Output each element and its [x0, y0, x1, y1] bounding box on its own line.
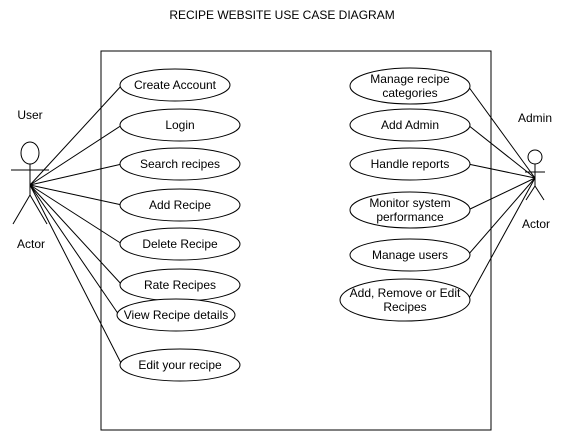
use-case-handle-reports: Handle reports: [349, 147, 471, 181]
user-association-login: [29, 124, 123, 186]
use-case-label: Recipes: [383, 300, 426, 314]
use-case-label: Search recipes: [140, 157, 220, 171]
user-actor-head: [20, 141, 40, 165]
admin-association-manage-recipe-categories: [467, 85, 536, 179]
admin-association-manage-users: [467, 177, 536, 256]
user-association-view-recipe-details: [29, 184, 120, 316]
use-case-view-recipe-details: View Recipe details: [116, 298, 236, 332]
use-case-label: categories: [382, 86, 437, 100]
user-association-add-recipe: [29, 184, 123, 206]
admin-actor-right-leg: [534, 185, 545, 201]
admin-actor: Admin Actor: [518, 111, 552, 231]
admin-association-handle-reports: [467, 163, 536, 179]
use-case-label: Login: [165, 118, 194, 132]
use-case-login: Login: [119, 108, 241, 142]
use-case-ellipse: [119, 188, 241, 222]
use-case-label: Add, Remove or Edit: [350, 286, 461, 300]
use-case-label: performance: [376, 210, 444, 224]
use-case-search-recipes: Search recipes: [119, 147, 241, 181]
use-case-label: Handle reports: [371, 157, 450, 171]
admin-actor-left-leg: [525, 185, 536, 201]
use-case-edit-your-recipe: Edit your recipe: [119, 348, 241, 382]
use-case-ellipse: [349, 191, 471, 229]
admin-association-monitor-system-performance: [467, 177, 536, 211]
use-case-label: Add Recipe: [149, 198, 211, 212]
use-case-label: Rate Recipes: [144, 278, 216, 292]
association-lines: [29, 84, 536, 366]
user-association-search-recipes: [29, 163, 123, 186]
use-case-delete-recipe: Delete Recipe: [119, 227, 241, 261]
user-association-create-account: [29, 84, 123, 186]
user-actor-right-leg: [29, 194, 48, 225]
user-association-delete-recipe: [29, 184, 123, 245]
use-case-ellipse: [119, 147, 241, 181]
admin-actor-stereotype: Actor: [522, 217, 550, 231]
admin-association-add-remove-or-edit-recipes: [467, 177, 536, 301]
user-association-edit-your-recipe: [29, 184, 123, 366]
user-association-rate-recipes: [29, 184, 123, 286]
use-case-ellipse: [119, 227, 241, 261]
admin-actor-name: Admin: [518, 111, 552, 125]
use-case-label: Add Admin: [381, 118, 439, 132]
use-case-label: Edit your recipe: [138, 358, 222, 372]
use-case-ellipse: [349, 108, 471, 142]
use-case-add-recipe: Add Recipe: [119, 188, 241, 222]
use-case-label: Create Account: [134, 78, 217, 92]
use-case-ellipse: [349, 147, 471, 181]
use-case-rate-recipes: Rate Recipes: [119, 268, 241, 302]
use-case-ellipse: [119, 68, 231, 102]
use-case-label: Manage users: [372, 248, 448, 262]
admin-association-add-admin: [467, 124, 536, 179]
use-case-label: Monitor system: [369, 196, 450, 210]
use-case-ellipse: [349, 238, 471, 272]
use-case-label: Manage recipe: [370, 72, 450, 86]
use-case-label: View Recipe details: [124, 308, 229, 322]
use-case-ellipse: [339, 278, 471, 322]
user-actor: User Actor: [11, 108, 49, 251]
user-actor-stereotype: Actor: [17, 237, 45, 251]
use-case-label: Delete Recipe: [142, 237, 218, 251]
use-case-manage-users: Manage users: [349, 238, 471, 272]
user-actor-name: User: [17, 108, 42, 122]
use-case-ellipse: [119, 108, 241, 142]
use-case-add-admin: Add Admin: [349, 108, 471, 142]
use-case-ellipse: [349, 67, 471, 105]
use-case-ellipse: [119, 348, 241, 382]
diagram-title: RECIPE WEBSITE USE CASE DIAGRAM: [169, 8, 394, 22]
user-actor-left-leg: [12, 194, 31, 225]
admin-actor-head: [527, 149, 543, 165]
use-case-create-account: Create Account: [119, 68, 231, 102]
use-case-ellipse: [116, 298, 236, 332]
